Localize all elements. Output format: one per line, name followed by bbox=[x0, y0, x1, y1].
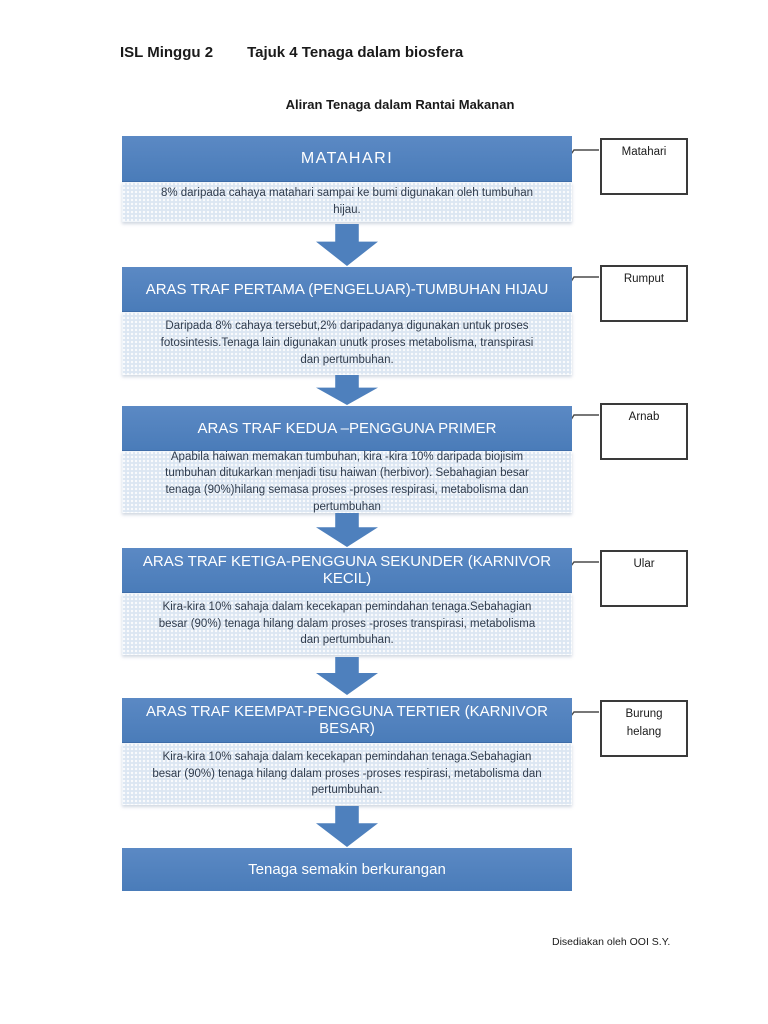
page-title: ISL Minggu 2 Tajuk 4 Tenaga dalam biosfe… bbox=[120, 44, 463, 61]
callout-label: Rumput bbox=[623, 273, 665, 285]
level-description-text: 8% daripada cahaya matahari sampai ke bu… bbox=[160, 187, 534, 216]
conclusion-text: Tenaga semakin berkurangan bbox=[248, 861, 446, 878]
level-description-pertama: Daripada 8% cahaya tersebut,2% daripadan… bbox=[122, 312, 572, 375]
callout-box-arnab: Arnab bbox=[600, 403, 688, 460]
callout-box-matahari: Matahari bbox=[600, 138, 688, 195]
down-arrow-icon bbox=[316, 513, 378, 547]
level-description-matahari: 8% daripada cahaya matahari sampai ke bu… bbox=[122, 182, 572, 222]
callout-box-ular: Ular bbox=[600, 550, 688, 607]
level-header-pertama: ARAS TRAF PERTAMA (PENGELUAR)-TUMBUHAN H… bbox=[122, 267, 572, 312]
down-arrow-icon bbox=[316, 657, 378, 695]
level-description-keempat: Kira-kira 10% sahaja dalam kecekapan pem… bbox=[122, 743, 572, 805]
level-header-ketiga: ARAS TRAF KETIGA-PENGGUNA SEKUNDER (KARN… bbox=[122, 548, 572, 593]
diagram-title: Aliran Tenaga dalam Rantai Makanan bbox=[285, 97, 515, 112]
level-description-text: Apabila haiwan memakan tumbuhan, kira -k… bbox=[165, 450, 529, 513]
level-description-ketiga: Kira-kira 10% sahaja dalam kecekapan pem… bbox=[122, 593, 572, 655]
level-header-kedua: ARAS TRAF KEDUA –PENGGUNA PRIMER bbox=[122, 406, 572, 451]
down-arrow-icon bbox=[316, 806, 378, 847]
level-header-keempat: ARAS TRAF KEEMPAT-PENGGUNA TERTIER (KARN… bbox=[122, 698, 572, 743]
level-title: ARAS TRAF KEDUA –PENGGUNA PRIMER bbox=[197, 419, 497, 437]
footer-credit: Disediakan oleh OOI S.Y. bbox=[552, 936, 671, 948]
level-header-matahari: MATAHARI bbox=[122, 136, 572, 182]
callout-label: Ular bbox=[633, 558, 655, 570]
callout-label: Burung helang bbox=[625, 708, 663, 738]
callout-label: Arnab bbox=[628, 411, 660, 423]
level-title: ARAS TRAF KETIGA-PENGGUNA SEKUNDER (KARN… bbox=[142, 553, 552, 587]
level-description-text: Daripada 8% cahaya tersebut,2% daripadan… bbox=[160, 320, 534, 366]
level-title: ARAS TRAF PERTAMA (PENGELUAR)-TUMBUHAN H… bbox=[145, 280, 549, 298]
down-arrow-icon bbox=[316, 224, 378, 266]
level-title: MATAHARI bbox=[300, 149, 394, 167]
conclusion-box: Tenaga semakin berkurangan bbox=[122, 848, 572, 891]
callout-box-burung-helang: Burung helang bbox=[600, 700, 688, 757]
callout-label: Matahari bbox=[621, 146, 667, 158]
level-title: ARAS TRAF KEEMPAT-PENGGUNA TERTIER (KARN… bbox=[145, 703, 549, 737]
level-description-kedua: Apabila haiwan memakan tumbuhan, kira -k… bbox=[122, 451, 572, 513]
page-title-course: ISL Minggu 2 bbox=[120, 44, 214, 61]
callout-box-rumput: Rumput bbox=[600, 265, 688, 322]
page-title-topic: Tajuk 4 Tenaga dalam biosfera bbox=[247, 44, 464, 61]
down-arrow-icon bbox=[316, 375, 378, 405]
level-description-text: Kira-kira 10% sahaja dalam kecekapan pem… bbox=[158, 600, 536, 647]
level-description-text: Kira-kira 10% sahaja dalam kecekapan pem… bbox=[152, 750, 542, 797]
